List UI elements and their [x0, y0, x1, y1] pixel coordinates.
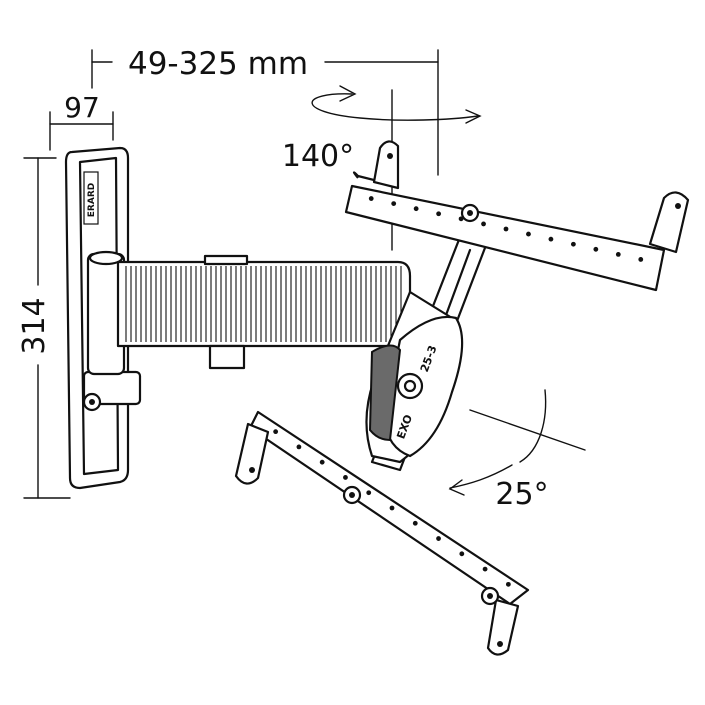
height-dimension: 314: [17, 157, 71, 499]
mounting-hole: [296, 444, 302, 450]
mounting-hole: [436, 211, 442, 217]
depth-dimension-label: 97: [64, 91, 100, 124]
mounting-hole: [526, 231, 531, 237]
lower-vesa-rail: [234, 410, 530, 656]
width-dimension-label: 49-325 mm: [128, 46, 308, 82]
mounting-hole: [548, 236, 554, 242]
mounting-hole: [413, 206, 419, 212]
mounting-hole: [482, 566, 488, 572]
tilt-angle-label: 25°: [495, 477, 548, 512]
mounting-hole: [412, 520, 418, 526]
mounting-hole: [391, 201, 397, 207]
mounting-hole: [638, 257, 644, 262]
mounting-hole: [366, 490, 372, 496]
mounting-hole: [593, 246, 599, 252]
mounting-hole: [481, 221, 486, 227]
mounting-hole: [368, 196, 374, 201]
width-dimension: 49-325 mm: [91, 46, 439, 176]
tilt-hub: EXO 25-3: [368, 315, 464, 458]
depth-dimension: 97: [49, 91, 114, 151]
mounting-hole: [319, 459, 325, 465]
mounting-hole: [570, 241, 576, 247]
mounting-hole: [273, 429, 279, 435]
upper-vesa-rail: [344, 140, 690, 292]
tilt-indicator: 25°: [448, 389, 586, 512]
extension-arm: [116, 254, 412, 370]
mounting-hole: [615, 251, 621, 257]
mounting-hole: [343, 475, 348, 480]
swivel-angle-label: 140°: [282, 139, 354, 174]
mounting-hole: [505, 581, 511, 587]
mounting-hole: [503, 226, 509, 232]
mounting-hole: [459, 551, 465, 557]
brand-logo: ERARD: [87, 183, 97, 217]
mounting-hole: [389, 505, 395, 511]
height-dimension-label: 314: [17, 297, 52, 354]
mounting-hole: [436, 536, 441, 541]
